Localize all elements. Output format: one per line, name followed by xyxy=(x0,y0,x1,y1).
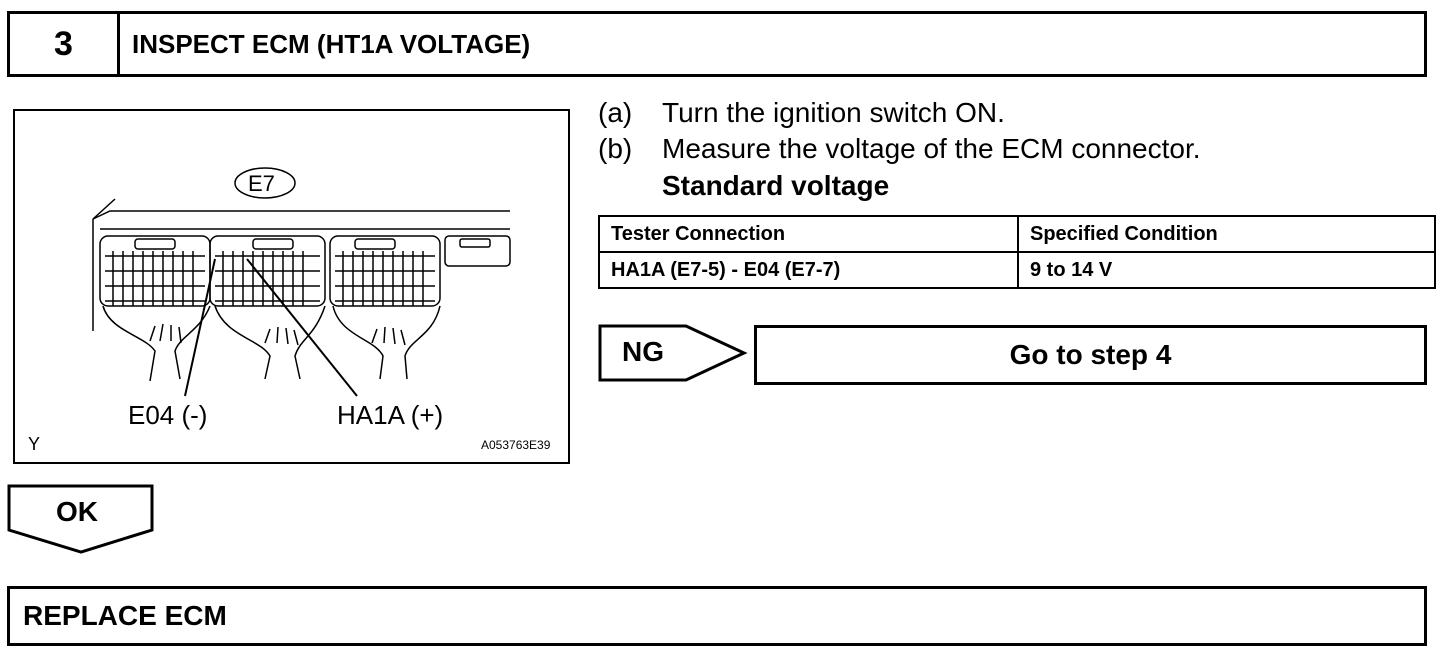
table-cell: 9 to 14 V xyxy=(1017,251,1436,289)
replace-ecm-text: REPLACE ECM xyxy=(23,600,227,631)
instruction-b-letter: (b) xyxy=(598,133,633,164)
signal-terminal-label: HA1A (+) xyxy=(337,400,444,430)
instruction-a-letter: (a) xyxy=(598,97,633,128)
table-header-cell: Tester Connection xyxy=(598,215,1019,253)
ok-arrow-icon xyxy=(7,484,154,554)
table-row: HA1A (E7-5) - E04 (E7-7) 9 to 14 V xyxy=(598,251,1436,289)
connector-diagram: E7 E04 (-) HA1A (+) Y A053763E39 xyxy=(13,109,570,464)
signal-leader-line xyxy=(246,258,358,397)
ng-label: NG xyxy=(622,336,664,367)
go-to-step-box[interactable]: Go to step 4 xyxy=(754,325,1427,385)
instruction-a-text: Turn the ignition switch ON. xyxy=(662,97,1005,128)
go-to-step-text: Go to step 4 xyxy=(1009,339,1172,370)
ground-terminal-label: E04 (-) xyxy=(128,400,208,430)
table-cell: HA1A (E7-5) - E04 (E7-7) xyxy=(598,251,1019,289)
step-number: 3 xyxy=(10,14,120,74)
ecm-connector-illustration xyxy=(92,167,511,397)
connector-label: E7 xyxy=(248,171,275,196)
instruction-b-text: Measure the voltage of the ECM connector… xyxy=(662,133,1201,164)
ng-arrow-icon xyxy=(598,324,748,382)
table-header-row: Tester Connection Specified Condition xyxy=(598,215,1436,253)
diagram-corner-mark: Y xyxy=(28,434,41,454)
figure-code: A053763E39 xyxy=(481,438,551,452)
table-header-cell: Specified Condition xyxy=(1017,215,1436,253)
step-title: INSPECT ECM (HT1A VOLTAGE) xyxy=(132,28,531,59)
ok-label: OK xyxy=(56,496,98,527)
ground-leader-line xyxy=(184,258,216,397)
standard-voltage-heading: Standard voltage xyxy=(662,170,890,201)
connector-label-oval xyxy=(234,167,296,199)
replace-ecm-box[interactable]: REPLACE ECM xyxy=(7,586,1427,646)
step-header: 3 INSPECT ECM (HT1A VOLTAGE) xyxy=(7,11,1427,77)
spec-table: Tester Connection Specified Condition HA… xyxy=(598,215,1436,289)
